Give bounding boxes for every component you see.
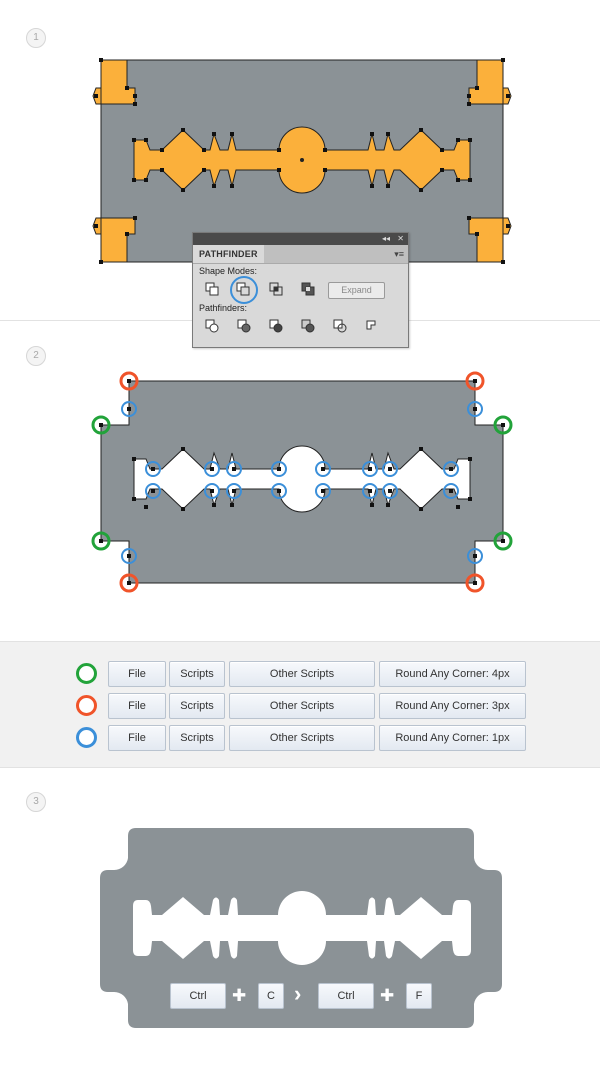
round-any-corner-key: Round Any Corner: 3px xyxy=(379,693,526,719)
pathfinder-panel: ◂◂ ✕ PATHFINDER ▾≡ Shape Modes: Expand P… xyxy=(192,232,409,348)
unite-icon[interactable] xyxy=(205,282,219,296)
exclude-icon[interactable] xyxy=(301,282,315,296)
green-ring-swatch xyxy=(76,663,97,684)
step2-red-rings xyxy=(119,371,485,593)
minus-back-icon[interactable] xyxy=(365,319,379,333)
step-badge-2: 2 xyxy=(26,346,46,366)
scripts-key: Scripts xyxy=(169,693,225,719)
scripts-key: Scripts xyxy=(169,725,225,751)
step3-final-blade xyxy=(100,828,502,1028)
step2-blue-rings xyxy=(121,401,483,564)
step2-slot-cutout xyxy=(133,445,471,513)
intersect-icon[interactable] xyxy=(269,282,283,296)
round-any-corner-key: Round Any Corner: 1px xyxy=(379,725,526,751)
step1-notches xyxy=(92,59,512,263)
other-scripts-key: Other Scripts xyxy=(229,725,375,751)
round-any-corner-key: Round Any Corner: 4px xyxy=(379,661,526,687)
pathfinder-tabbar: PATHFINDER ▾≡ xyxy=(193,245,408,264)
pathfinder-tab[interactable]: PATHFINDER xyxy=(193,245,264,263)
divide-icon[interactable] xyxy=(205,319,219,333)
then-arrow-icon: › xyxy=(294,981,302,1006)
merge-icon[interactable] xyxy=(269,319,283,333)
crop-icon[interactable] xyxy=(301,319,315,333)
expand-button[interactable]: Expand xyxy=(328,282,385,299)
step2-blade-drawing xyxy=(91,371,513,593)
step1-anchor-points xyxy=(94,58,510,264)
shape-modes-label: Shape Modes: xyxy=(199,266,258,276)
minus-front-icon[interactable] xyxy=(236,282,250,296)
c-key: C xyxy=(258,983,284,1009)
file-key: File xyxy=(108,661,166,687)
ctrl-key: Ctrl xyxy=(318,983,374,1009)
plus-icon: ✚ xyxy=(232,986,247,1005)
step1-blade-drawing xyxy=(92,58,512,264)
file-key: File xyxy=(108,693,166,719)
pathfinders-label: Pathfinders: xyxy=(199,303,248,313)
red-ring-swatch xyxy=(76,695,97,716)
step3-slot-cutout xyxy=(133,891,471,965)
other-scripts-key: Other Scripts xyxy=(229,661,375,687)
trim-icon[interactable] xyxy=(237,319,251,333)
close-icon[interactable]: ✕ xyxy=(397,234,404,243)
blue-ring-swatch xyxy=(76,727,97,748)
collapse-icon[interactable]: ◂◂ xyxy=(381,234,390,243)
file-key: File xyxy=(108,725,166,751)
f-key: F xyxy=(406,983,432,1009)
step2-anchor-points xyxy=(99,379,505,585)
ctrl-key: Ctrl xyxy=(170,983,226,1009)
outline-icon[interactable] xyxy=(333,319,347,333)
scripts-key: Scripts xyxy=(169,661,225,687)
other-scripts-key: Other Scripts xyxy=(229,693,375,719)
panel-menu-icon[interactable]: ▾≡ xyxy=(394,249,404,259)
minus-front-highlight xyxy=(230,276,258,304)
step-badge-3: 3 xyxy=(26,792,46,812)
step-badge-1: 1 xyxy=(26,28,46,48)
pathfinder-titlebar: ◂◂ ✕ xyxy=(193,233,408,245)
plus-icon: ✚ xyxy=(380,986,395,1005)
step2-green-rings xyxy=(91,415,513,551)
